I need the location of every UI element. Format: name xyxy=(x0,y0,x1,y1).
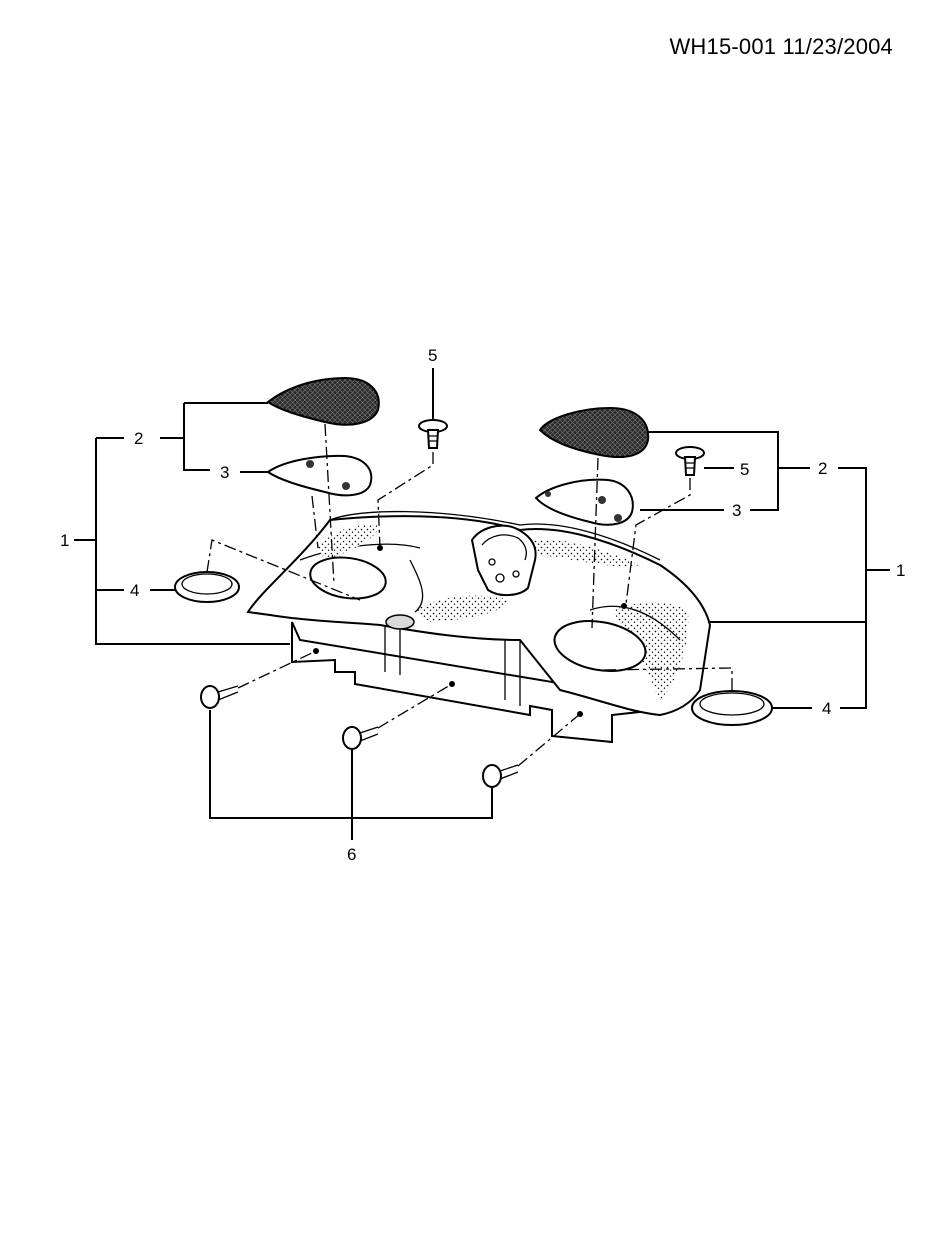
left-speaker-grille xyxy=(266,376,380,426)
fastener-right xyxy=(482,764,519,788)
callout-2-left: 2 xyxy=(134,429,143,448)
callout-1-right: 1 xyxy=(896,561,905,580)
rear-shelf-panel xyxy=(246,510,712,744)
right-speaker-pad xyxy=(534,478,634,526)
callout-3-left: 3 xyxy=(220,463,229,482)
callout-5-right: 5 xyxy=(740,460,749,479)
left-push-clip xyxy=(418,419,448,449)
left-speaker-opening xyxy=(309,556,387,600)
right-speaker-ring xyxy=(691,690,773,726)
callout-2-right: 2 xyxy=(818,459,827,478)
leader-lines xyxy=(74,368,890,840)
assembly-lines xyxy=(206,423,733,767)
callout-3-right: 3 xyxy=(732,501,741,520)
right-speaker-opening xyxy=(553,620,647,672)
callout-6: 6 xyxy=(347,845,356,864)
document-reference: WH15-001 11/23/2004 xyxy=(669,34,893,59)
right-speaker-grille xyxy=(538,406,650,459)
right-push-clip xyxy=(675,446,705,476)
fastener-left xyxy=(200,685,239,709)
callout-1-left: 1 xyxy=(60,531,69,550)
fastener-middle xyxy=(342,726,379,750)
left-speaker-ring xyxy=(174,571,240,603)
left-speaker-pad xyxy=(266,454,373,497)
callout-4-right: 4 xyxy=(822,699,831,718)
callout-5-left: 5 xyxy=(428,346,437,365)
callout-4-left: 4 xyxy=(130,581,139,600)
